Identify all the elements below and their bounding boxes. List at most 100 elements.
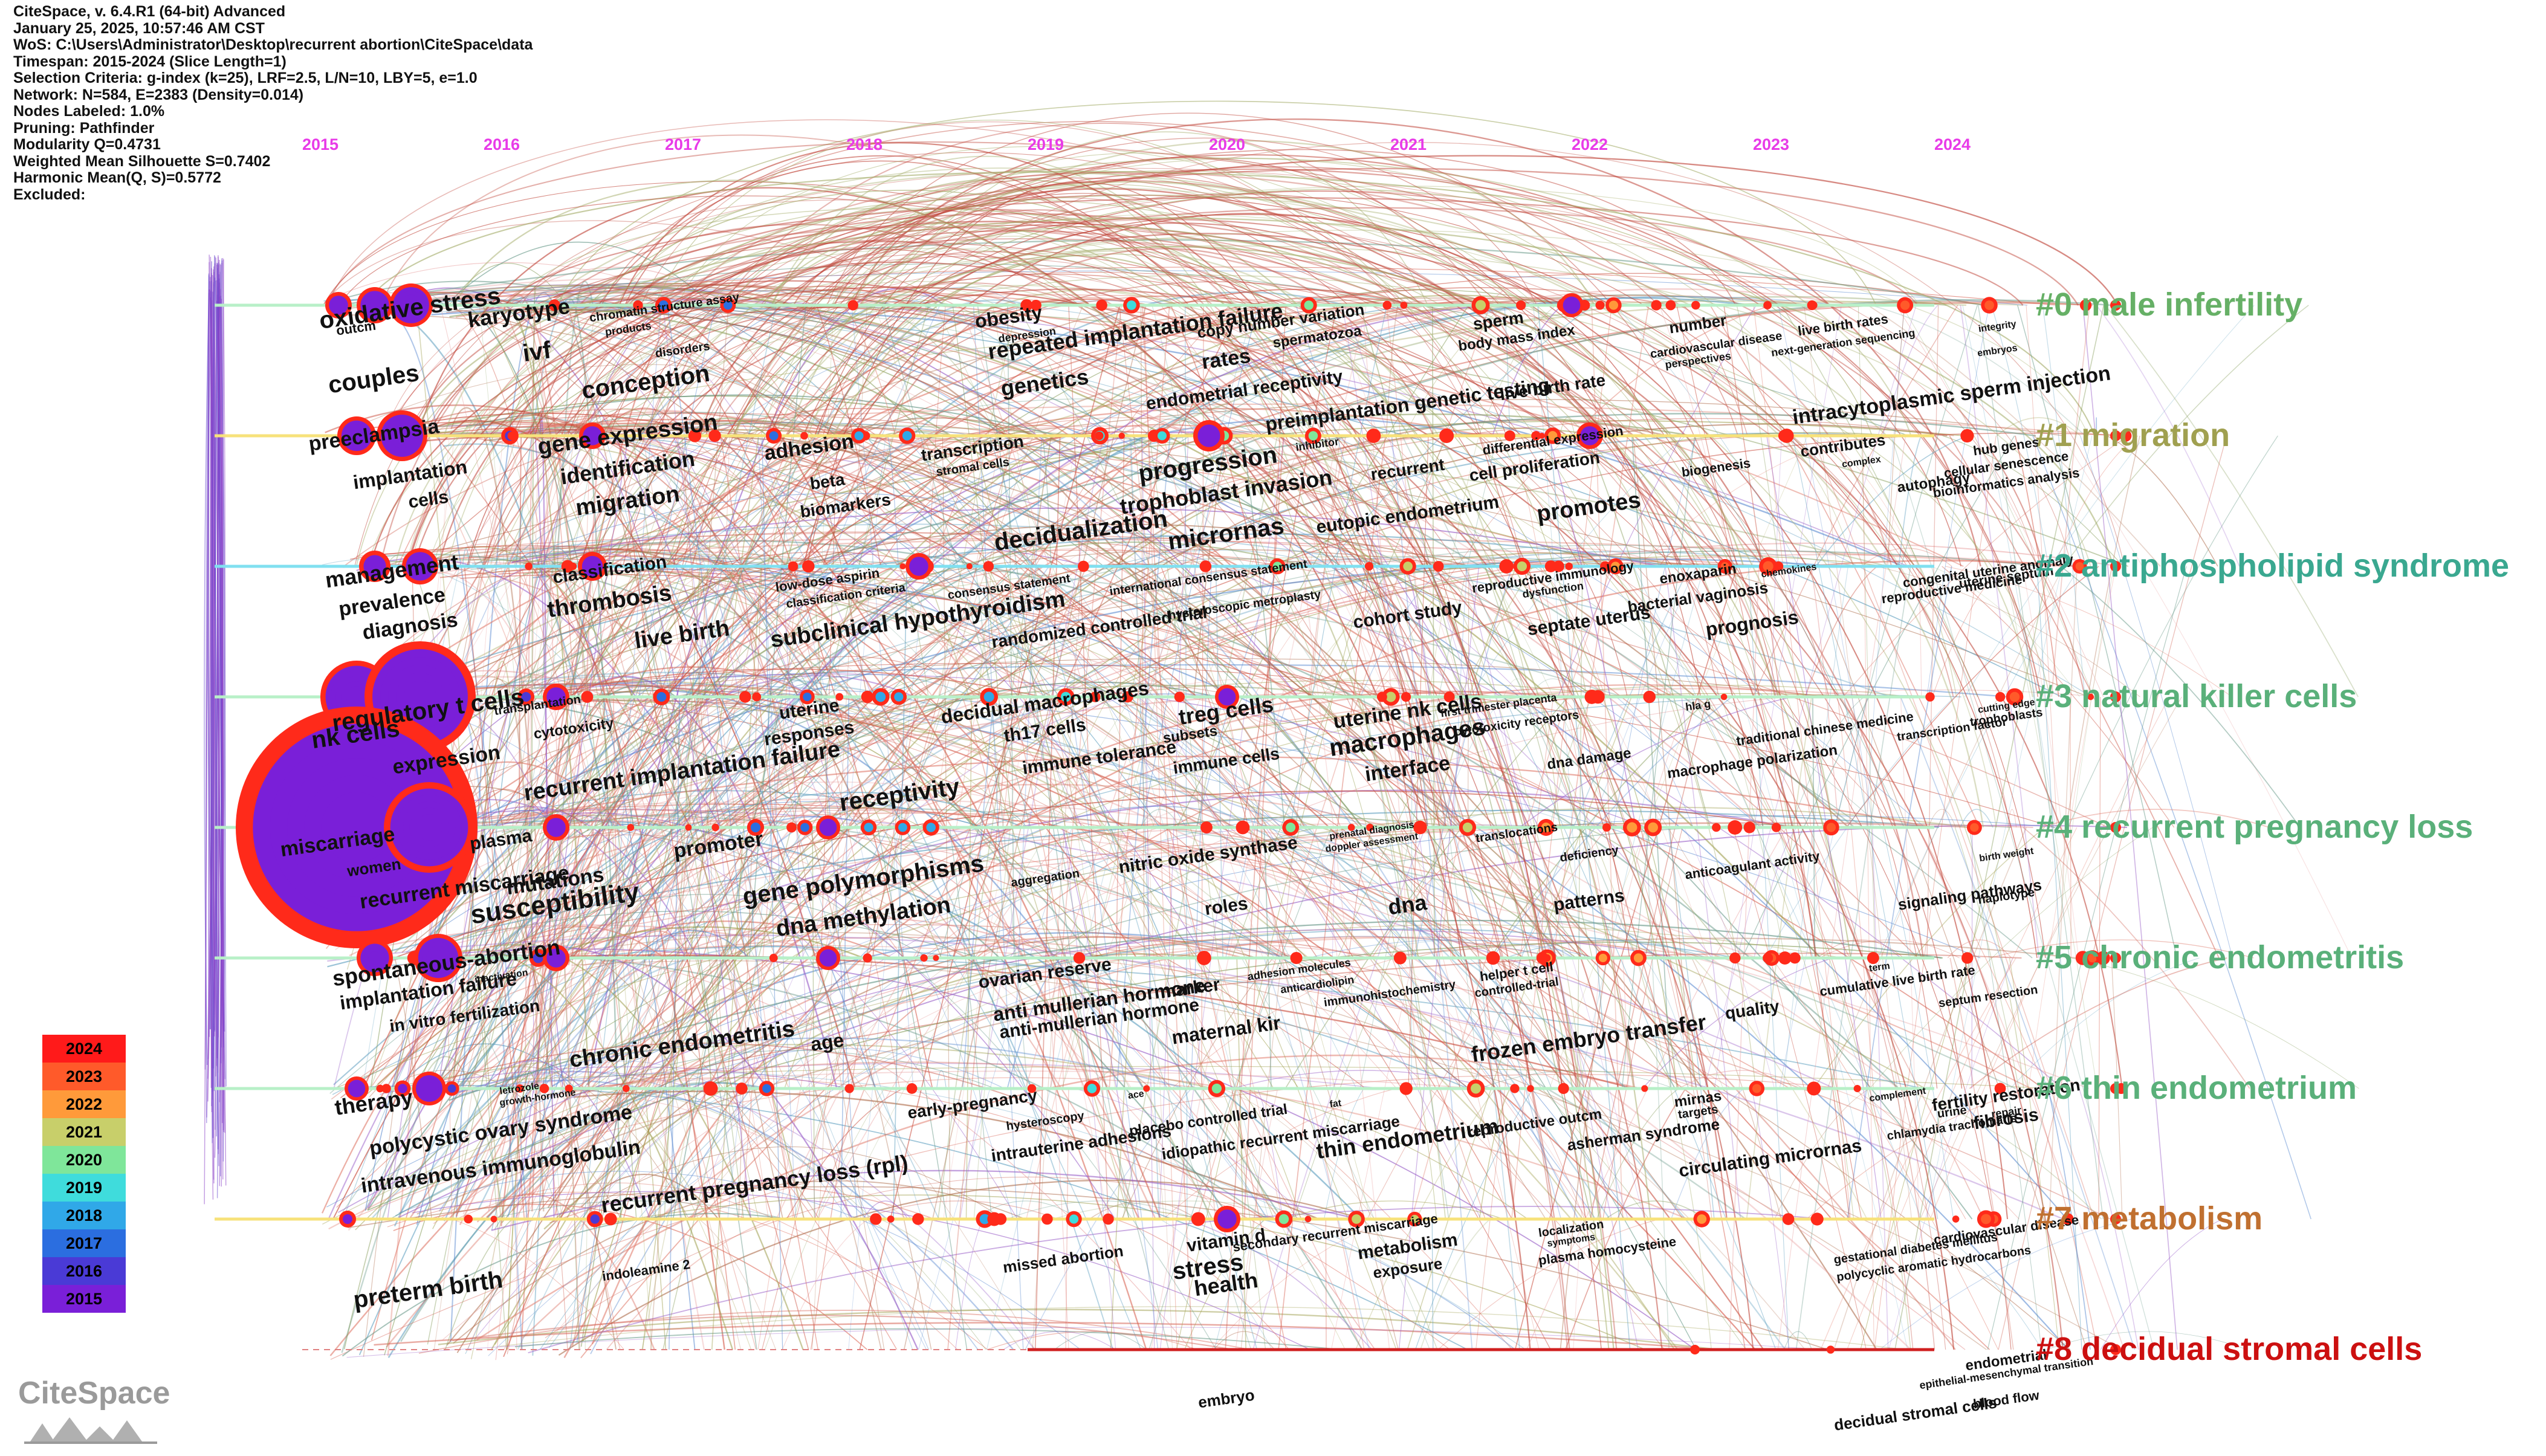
citation-link bbox=[1668, 827, 1715, 1220]
citation-link bbox=[1250, 435, 1306, 567]
citation-link bbox=[939, 696, 1032, 959]
citation-link bbox=[494, 411, 1161, 697]
citation-link bbox=[1363, 696, 1450, 1220]
cluster-label: #8 decidual stromal cells bbox=[2036, 1331, 2423, 1367]
citation-link bbox=[457, 917, 1062, 1089]
citation-arc bbox=[834, 154, 2042, 697]
citation-link bbox=[497, 523, 1891, 697]
citation-link bbox=[1385, 305, 1399, 436]
citation-link bbox=[443, 443, 1033, 1089]
metadata-line: Weighted Mean Silhouette S=0.7402 bbox=[13, 152, 271, 170]
citation-link bbox=[2105, 305, 2359, 697]
citation-link bbox=[426, 572, 705, 1350]
citation-link bbox=[453, 1182, 958, 1350]
citation-link bbox=[520, 688, 1887, 963]
citation-link bbox=[1213, 1331, 1275, 1350]
citation-link bbox=[405, 541, 1306, 968]
citation-link bbox=[492, 415, 644, 567]
citation-link bbox=[1025, 1088, 1192, 1350]
citation-link bbox=[499, 1306, 1906, 1350]
citation-link bbox=[345, 302, 1510, 829]
keyword-node bbox=[887, 1215, 895, 1223]
citation-link bbox=[473, 826, 1352, 1341]
citation-link bbox=[1359, 305, 1592, 1220]
citation-link bbox=[1833, 827, 2027, 1350]
keyword-node bbox=[1690, 1345, 1700, 1354]
citation-link bbox=[1252, 827, 1426, 1350]
citation-arc bbox=[657, 123, 1552, 436]
citation-arc bbox=[640, 248, 1441, 828]
citation-link bbox=[2063, 305, 2309, 567]
citation-link bbox=[541, 435, 616, 567]
citation-arc bbox=[427, 280, 1754, 1350]
keyword-node bbox=[1347, 824, 1355, 831]
citation-link bbox=[1599, 696, 1709, 959]
citation-link bbox=[1771, 435, 1783, 697]
citation-link bbox=[1817, 939, 1904, 959]
citation-link bbox=[1135, 696, 1369, 959]
citation-arc bbox=[413, 217, 2114, 567]
citation-arc bbox=[526, 207, 1919, 436]
keyword-node bbox=[739, 691, 751, 703]
keyword-node bbox=[1693, 1211, 1710, 1228]
citation-link bbox=[1778, 305, 1874, 828]
keyword-node bbox=[1789, 952, 1801, 964]
citation-link bbox=[1693, 957, 1868, 1220]
citation-link bbox=[459, 299, 1973, 1220]
citation-link bbox=[788, 566, 900, 1089]
citation-link bbox=[1962, 305, 2056, 828]
keyword-node bbox=[1095, 431, 1104, 441]
citation-link bbox=[348, 1186, 1829, 1350]
citation-link bbox=[640, 305, 793, 436]
citation-link bbox=[840, 696, 850, 1220]
citation-arc bbox=[705, 251, 1577, 1089]
citation-link bbox=[560, 666, 979, 828]
citation-link bbox=[727, 696, 789, 1220]
citation-link bbox=[1960, 809, 1994, 828]
citation-link bbox=[1584, 827, 1731, 959]
citation-link bbox=[1720, 696, 1786, 959]
keyword-node bbox=[1771, 823, 1781, 832]
keyword-node bbox=[2110, 1344, 2121, 1355]
keyword-node bbox=[1471, 296, 1490, 314]
keyword-label: missed abortion bbox=[1002, 1241, 1124, 1276]
citation-link bbox=[1284, 696, 1486, 1220]
citation-link bbox=[481, 792, 1025, 964]
citation-link bbox=[842, 305, 896, 436]
keyword-node bbox=[517, 688, 535, 705]
citation-link bbox=[1891, 435, 2155, 1350]
keyword-node bbox=[1510, 1084, 1520, 1093]
citation-link bbox=[1109, 305, 1170, 1089]
keyword-node bbox=[720, 297, 736, 313]
citation-link bbox=[881, 305, 1170, 1350]
citation-link bbox=[545, 1177, 1278, 1338]
citation-link bbox=[384, 417, 1038, 950]
keyword-node bbox=[1952, 1215, 1960, 1223]
keyword-node bbox=[863, 953, 872, 963]
citation-link bbox=[1017, 305, 1268, 828]
citation-link bbox=[591, 544, 820, 697]
citation-link bbox=[374, 1322, 1717, 1351]
keyword-node bbox=[703, 1081, 718, 1096]
citation-link bbox=[1990, 305, 2049, 567]
citation-link bbox=[569, 932, 1987, 1350]
citation-link bbox=[556, 807, 1790, 1089]
citation-arc bbox=[405, 187, 1997, 828]
keyword-node bbox=[2110, 1214, 2121, 1225]
keyword-node bbox=[769, 954, 778, 962]
citation-arc bbox=[604, 253, 1635, 1089]
citation-link bbox=[2036, 566, 2082, 1350]
keyword-node bbox=[736, 1082, 748, 1095]
keyword-node bbox=[966, 563, 973, 570]
citation-link bbox=[1492, 305, 1563, 436]
citation-link bbox=[1842, 435, 2129, 697]
citation-link bbox=[1887, 305, 1905, 567]
keyword-node bbox=[994, 1213, 1007, 1225]
citation-link bbox=[1160, 566, 1286, 959]
hub-keyword-node bbox=[345, 1076, 369, 1101]
keyword-node bbox=[1348, 1211, 1365, 1228]
citation-link bbox=[1827, 566, 2064, 1089]
citation-link bbox=[1926, 435, 2093, 1220]
keyword-node bbox=[2006, 688, 2024, 706]
citation-link bbox=[1235, 1088, 1278, 1350]
